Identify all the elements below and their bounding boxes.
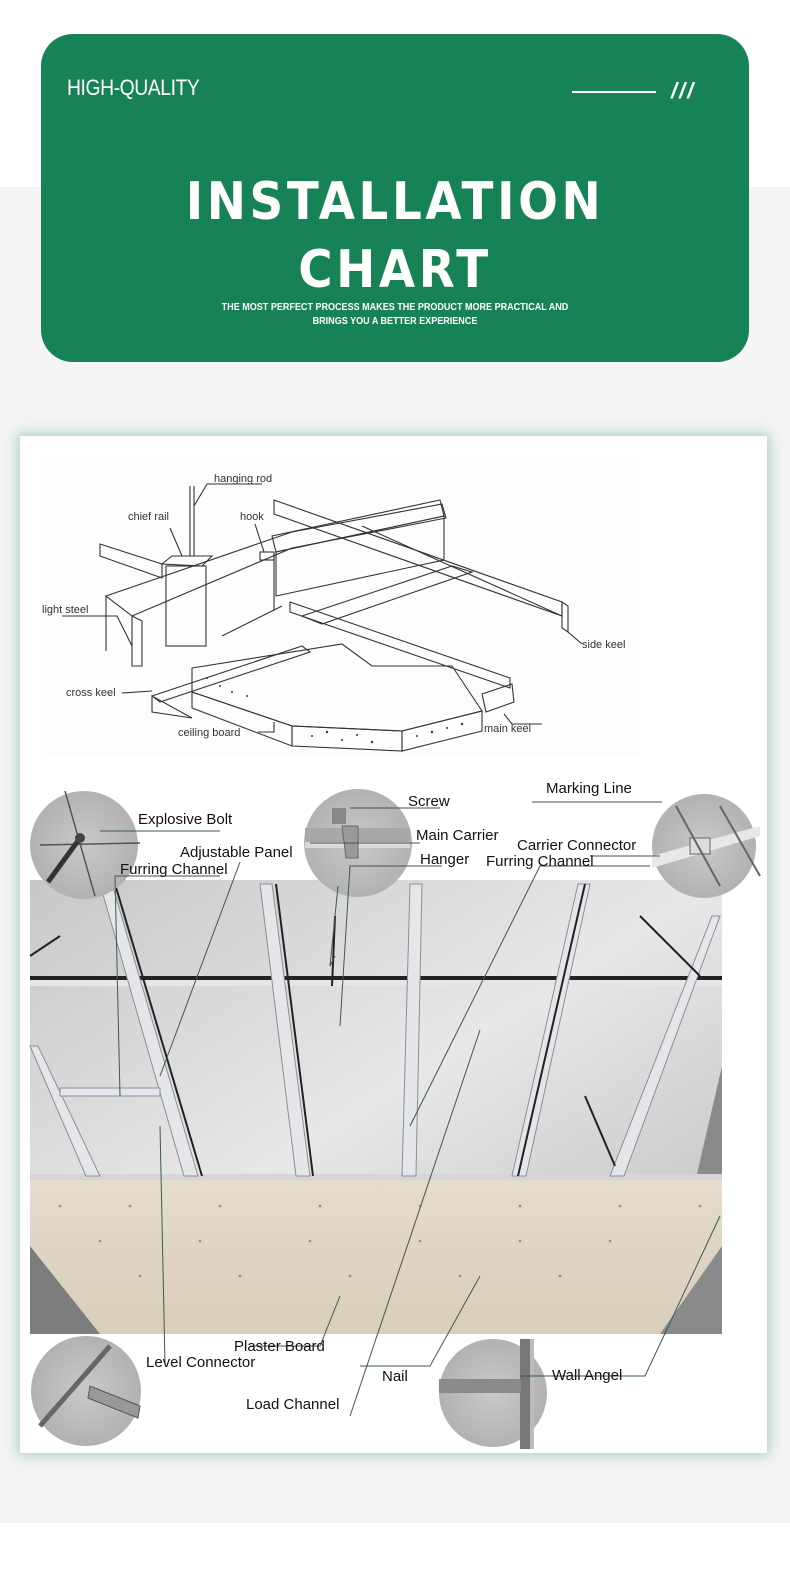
label-furring-channel-left: Furring Channel <box>120 861 228 878</box>
label-main-carrier: Main Carrier <box>416 827 499 844</box>
ceiling-installation-photo-diagram: Explosive Bolt Adjustable Panel Furring … <box>20 766 767 1453</box>
label-level-connector: Level Connector <box>146 1354 255 1371</box>
label-plaster-board: Plaster Board <box>234 1338 325 1355</box>
label-light-steel: light steel <box>42 604 88 616</box>
detail-circle-level-connector <box>31 1336 141 1446</box>
label-main-keel: main keel <box>484 723 531 735</box>
label-screw: Screw <box>408 793 450 810</box>
label-carrier-connector: Carrier Connector <box>517 837 636 854</box>
label-adjustable-panel: Adjustable Panel <box>180 844 293 861</box>
label-furring-channel-right: Furring Channel <box>486 853 594 870</box>
label-explosive-bolt: Explosive Bolt <box>138 811 233 828</box>
label-wall-angel: Wall Angel <box>552 1367 622 1384</box>
page-title-line2: CHART <box>298 240 492 300</box>
slash-decoration-icon: /// <box>671 78 696 103</box>
page-title-line1: INSTALLATION <box>185 172 605 232</box>
label-hanger: Hanger <box>420 851 469 868</box>
ceiling-framework-illustration: Explosive Bolt Adjustable Panel Furring … <box>20 780 767 1453</box>
tagline: HIGH-QUALITY <box>67 75 200 100</box>
label-side-keel: side keel <box>582 639 625 651</box>
detail-circle-carrier-connector <box>652 794 761 898</box>
label-hook: hook <box>240 511 264 523</box>
header-banner: HIGH-QUALITY /// INSTALLATION CHART THE … <box>41 34 749 362</box>
subtitle-line1: THE MOST PERFECT PROCESS MAKES THE PRODU… <box>221 301 569 313</box>
label-marking-line: Marking Line <box>546 780 632 797</box>
installation-diagram-frame: hanging rod chief rail hook light steel … <box>20 436 767 1453</box>
label-cross-keel: cross keel <box>66 687 116 699</box>
label-load-channel: Load Channel <box>246 1396 339 1413</box>
subtitle-line2: BRINGS YOU A BETTER EXPERIENCE <box>312 315 478 327</box>
label-ceiling-board: ceiling board <box>178 727 240 739</box>
subtitle: THE MOST PERFECT PROCESS MAKES THE PRODU… <box>91 300 700 328</box>
detail-circle-explosive-bolt <box>30 790 141 899</box>
label-nail: Nail <box>382 1368 408 1385</box>
label-hanging-rod: hanging rod <box>214 473 272 485</box>
detail-circle-wall-angel <box>439 1339 547 1449</box>
decorative-line <box>572 91 656 93</box>
label-chief-rail: chief rail <box>128 511 169 523</box>
ceiling-keel-line-diagram: hanging rod chief rail hook light steel … <box>42 456 640 756</box>
keel-assembly-illustration: hanging rod chief rail hook light steel … <box>42 473 625 752</box>
